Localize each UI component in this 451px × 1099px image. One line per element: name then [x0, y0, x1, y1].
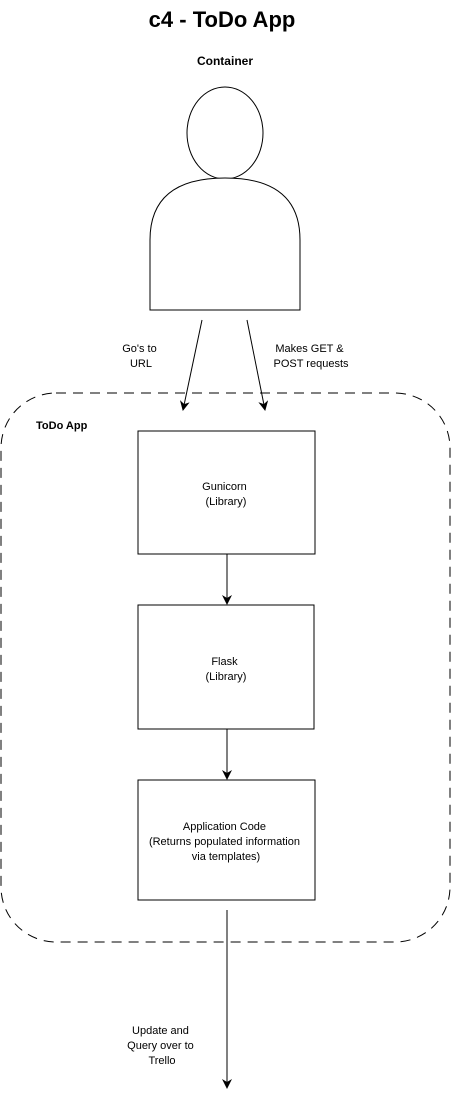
get-post-label: Makes GET & POST requests: [274, 343, 349, 370]
person-actor: [149, 86, 301, 311]
svg-text:Flask (Library): Flask (Library): [206, 656, 247, 683]
goto-url-arrow: [179, 319, 203, 411]
diagram-subtitle: Container: [197, 54, 253, 68]
person-body: [149, 177, 301, 311]
application-code-node: Application Code (Returns populated info…: [137, 779, 316, 901]
svg-text:Gunicorn (Library): Gunicorn (Library): [202, 481, 250, 508]
goto-url-label: Go's to URL: [122, 343, 160, 370]
get-post-arrow: [246, 319, 269, 411]
gunicorn-node: Gunicorn (Library): [137, 430, 316, 555]
person-head: [186, 86, 264, 180]
diagram-title: c4 - ToDo App: [149, 7, 296, 32]
flask-node: Flask (Library): [137, 604, 315, 730]
trello-label: Update and Query over to Trello: [127, 1025, 197, 1067]
svg-text:Application Code (Return: Application Code (Returns populated info…: [149, 821, 303, 863]
boundary-label: ToDo App: [36, 420, 88, 432]
